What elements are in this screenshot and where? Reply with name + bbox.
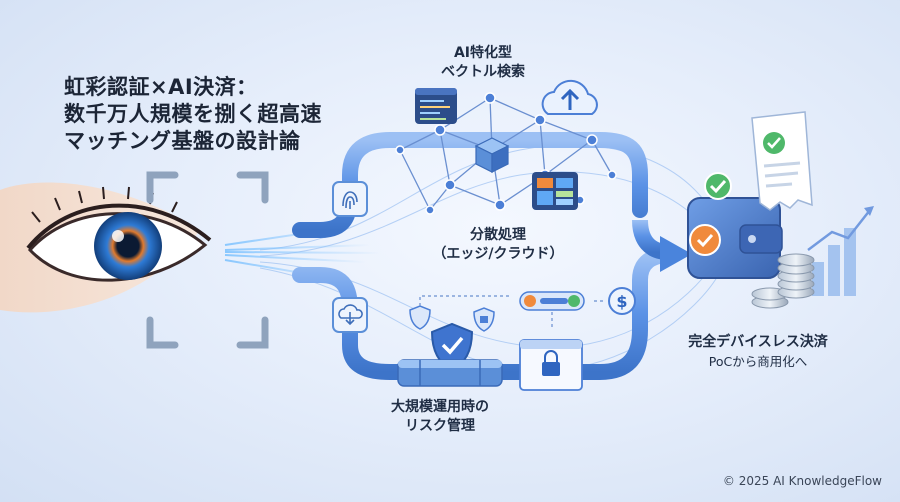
check-badge-icon <box>704 172 732 200</box>
dashboard-icon <box>532 172 578 210</box>
scan-beams <box>224 224 381 283</box>
pipe-upper <box>292 132 648 238</box>
title-line-3: マッチング基盤の設計論 <box>64 129 301 153</box>
coin-stack-icon <box>751 253 815 309</box>
title-line-1: 虹彩認証×AI決済： <box>64 75 258 99</box>
payment-label-sub: PoCから商用化へ <box>708 354 808 369</box>
server-cylinder <box>397 359 503 387</box>
distributed-label-line-2: （エッジ/クラウド） <box>432 246 564 262</box>
shield-small-icon <box>409 305 431 330</box>
payment-label-title: 完全デバイスレス決済 <box>688 334 828 350</box>
dollar-glyph: $ <box>616 292 627 311</box>
title-line-2: 数千万人規模を捌く超高速 <box>64 102 322 126</box>
risk-management-label: 大規模運用時の リスク管理 <box>370 398 510 436</box>
fingerprint-icon <box>332 181 368 217</box>
page-title: 虹彩認証×AI決済： 数千万人規模を捌く超高速 マッチング基盤の設計論 <box>64 74 364 155</box>
distributed-label-line-1: 分散処理 <box>470 227 526 243</box>
eye-illustration <box>0 182 212 313</box>
arrow-head <box>660 236 692 272</box>
ai-vector-search-label: AI特化型 ベクトル検索 <box>423 44 543 82</box>
cloud-upload-icon <box>541 79 598 115</box>
growth-chart-icon <box>807 206 874 296</box>
code-window-icon <box>415 88 457 124</box>
cloud-download-icon <box>332 297 368 333</box>
risk-label-line-2: リスク管理 <box>405 418 475 434</box>
dollar-icon: $ <box>608 287 636 315</box>
ai-vector-label-line-2: ベクトル検索 <box>441 64 525 80</box>
receipt-icon <box>751 111 813 211</box>
distributed-processing-label: 分散処理 （エッジ/クラウド） <box>428 226 568 264</box>
wallet-icon <box>687 197 783 279</box>
ai-vector-label-line-1: AI特化型 <box>453 45 513 61</box>
dashed-connectors <box>419 295 604 330</box>
payment-label: 完全デバイスレス決済 PoCから商用化へ <box>668 333 848 371</box>
cube-icon <box>474 137 510 173</box>
shield-lock-icon <box>473 307 495 332</box>
risk-label-line-1: 大規模運用時の <box>391 399 489 415</box>
toggle-status-icon <box>519 291 585 311</box>
copyright-text: © 2025 AI KnowledgeFlow <box>722 474 882 488</box>
scan-frame <box>146 171 269 349</box>
lock-window-icon <box>519 339 583 391</box>
